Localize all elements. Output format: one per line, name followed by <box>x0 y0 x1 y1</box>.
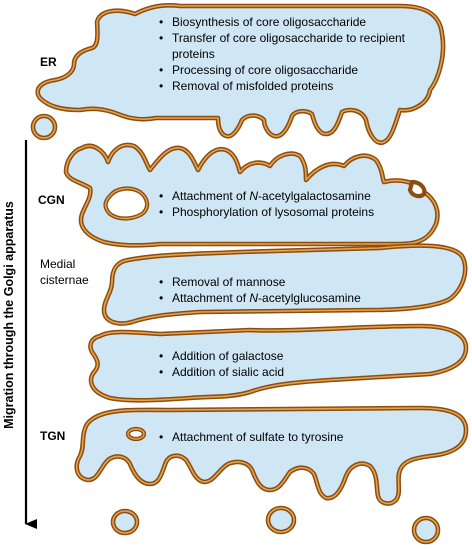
process-item: • Removal of misfolded proteins <box>159 78 439 94</box>
process-text: Attachment of N-acetylgalactosamine <box>172 189 371 203</box>
process-item: • Biosynthesis of core oligosaccharide <box>159 14 439 30</box>
er-label: ER <box>40 55 57 69</box>
tgn-process-list: • Attachment of sulfate to tyrosine <box>159 429 439 445</box>
process-item: • Removal of mannose <box>159 274 439 290</box>
er-process-list: • Biosynthesis of core oligosaccharide • T… <box>159 14 439 94</box>
bullet-icon: • <box>159 189 164 203</box>
process-text: Transfer of core oligosaccharide to reci… <box>172 31 406 61</box>
tgn-label: TGN <box>40 429 66 443</box>
cgn-fenestration-right <box>407 179 427 199</box>
process-item: • Transfer of core oligosaccharide to rec… <box>159 30 439 62</box>
process-text: Removal of mannose <box>172 275 286 289</box>
process-text: Removal of misfolded proteins <box>172 79 334 93</box>
er-membrane <box>35 2 446 145</box>
bullet-icon: • <box>159 79 164 93</box>
bullet-icon: • <box>159 275 164 289</box>
tgn-membrane <box>74 405 469 506</box>
process-text: Attachment of N-acetylglucosamine <box>172 291 361 305</box>
process-item: • Attachment of N-acetylglucosamine <box>159 290 439 306</box>
process-text: Processing of core oligosaccharide <box>172 63 359 77</box>
cgn-label: CGN <box>38 193 65 207</box>
bullet-icon: • <box>159 63 164 77</box>
tgn-vesicles <box>110 505 441 545</box>
cgn-membrane <box>63 142 440 248</box>
process-text: Addition of sialic acid <box>172 365 285 379</box>
process-item: • Attachment of N-acetylgalactosamine <box>159 188 439 204</box>
cgn-process-list: • Attachment of N-acetylgalactosamine • Ph… <box>159 188 439 220</box>
process-item: • Phosphorylation of lysosomal proteins <box>159 204 439 220</box>
medial-upper-membrane <box>101 243 468 326</box>
bullet-icon: • <box>159 205 164 219</box>
process-item: • Addition of sialic acid <box>159 364 439 380</box>
bullet-icon: • <box>159 430 164 444</box>
cgn-fenestration <box>103 186 150 221</box>
process-item: • Addition of galactose <box>159 348 439 364</box>
process-item: • Processing of core oligosaccharide <box>159 62 439 78</box>
migration-label: Migration through the Golgi apparatus <box>2 201 16 429</box>
bullet-icon: • <box>159 31 164 45</box>
bullet-icon: • <box>159 349 164 363</box>
medial-lower-process-list: • Addition of galactose • Addition of sial… <box>159 348 439 380</box>
process-item: • Attachment of sulfate to tyrosine <box>159 429 439 445</box>
medial-upper-process-list: • Removal of mannose • Attachment of N-ace… <box>159 274 439 306</box>
process-text: Biosynthesis of core oligosaccharide <box>172 15 367 29</box>
medial-lower-membrane <box>88 323 469 403</box>
bullet-icon: • <box>159 15 164 29</box>
er-vesicle <box>30 113 58 141</box>
process-text: Attachment of sulfate to tyrosine <box>172 430 344 444</box>
process-text: Addition of galactose <box>172 349 284 363</box>
bullet-icon: • <box>159 365 164 379</box>
tgn-fenestration <box>125 426 147 442</box>
medial-cisternae-label: Medial cisternae <box>40 257 89 287</box>
process-text: Phosphorylation of lysosomal proteins <box>172 205 375 219</box>
bullet-icon: • <box>159 291 164 305</box>
